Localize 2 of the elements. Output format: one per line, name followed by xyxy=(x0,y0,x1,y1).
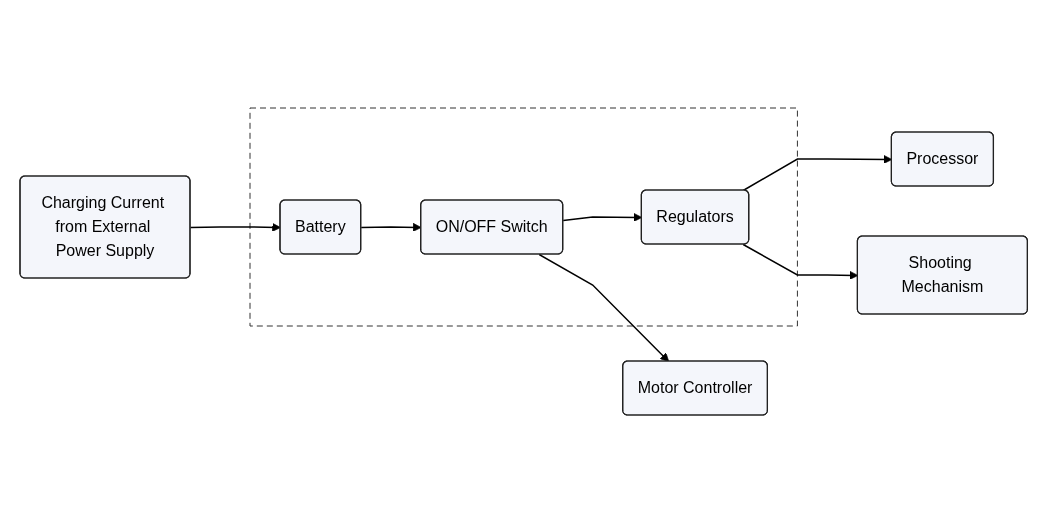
cluster xyxy=(249,107,798,327)
arrow xyxy=(538,253,669,362)
